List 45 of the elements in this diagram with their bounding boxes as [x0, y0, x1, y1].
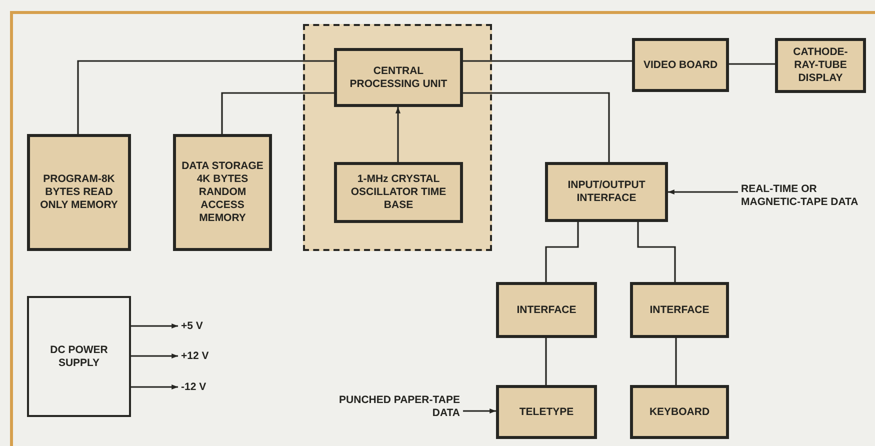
box-label: DC POWER SUPPLY — [49, 344, 109, 370]
process-box — [775, 38, 866, 93]
process-box — [632, 38, 729, 92]
process-box — [173, 134, 272, 251]
arrow — [131, 384, 178, 390]
box-label: CENTRAL PROCESSING UNIT — [348, 64, 448, 90]
input-label: REAL-TIME OR MAGNETIC-TAPE DATA — [741, 183, 860, 209]
voltage-label: -12 V — [181, 380, 206, 394]
process-box — [334, 48, 463, 107]
processor-group-box — [303, 24, 492, 251]
box-label: DATA STORAGE 4K BYTES RANDOM ACCESS MEMORY — [181, 160, 264, 225]
process-box — [27, 134, 131, 251]
process-box — [496, 282, 597, 338]
voltage-label: +5 V — [181, 320, 203, 332]
connector-line — [675, 338, 677, 385]
box-label: PROGRAM-8K BYTES READ ONLY MEMORY — [39, 173, 119, 212]
process-box — [27, 296, 131, 417]
connector-line — [463, 92, 610, 162]
connector-line — [77, 60, 334, 134]
arrow — [463, 408, 496, 414]
box-label: INTERFACE — [650, 304, 710, 316]
box-label: INTERFACE — [516, 304, 576, 316]
connector-line — [729, 63, 775, 65]
arrow — [668, 189, 738, 195]
box-label: VIDEO BOARD — [643, 58, 718, 72]
process-box — [630, 282, 729, 338]
box-label: CATHODE-RAY-TUBE DISPLAY — [792, 46, 849, 85]
process-box — [496, 385, 597, 439]
connector-line — [545, 338, 547, 385]
box-label: TELETYPE — [519, 406, 574, 418]
box-label: KEYBOARD — [649, 406, 710, 418]
box-label: 1-MHz CRYSTAL OSCILLATOR TIME BASE — [350, 173, 448, 212]
connector-line — [463, 60, 632, 62]
process-box — [545, 162, 668, 222]
connector-line — [545, 222, 579, 282]
process-box — [334, 162, 463, 223]
arrow — [395, 107, 401, 162]
process-box — [630, 385, 729, 439]
connector-line — [637, 222, 676, 282]
input-label: PUNCHED PAPER-TAPE DATA — [338, 394, 460, 420]
box-label: INPUT/OUTPUT INTERFACE — [566, 179, 646, 205]
arrow — [131, 353, 178, 359]
connector-line — [221, 92, 334, 134]
voltage-label: +12 V — [181, 350, 209, 362]
arrow — [131, 323, 178, 329]
